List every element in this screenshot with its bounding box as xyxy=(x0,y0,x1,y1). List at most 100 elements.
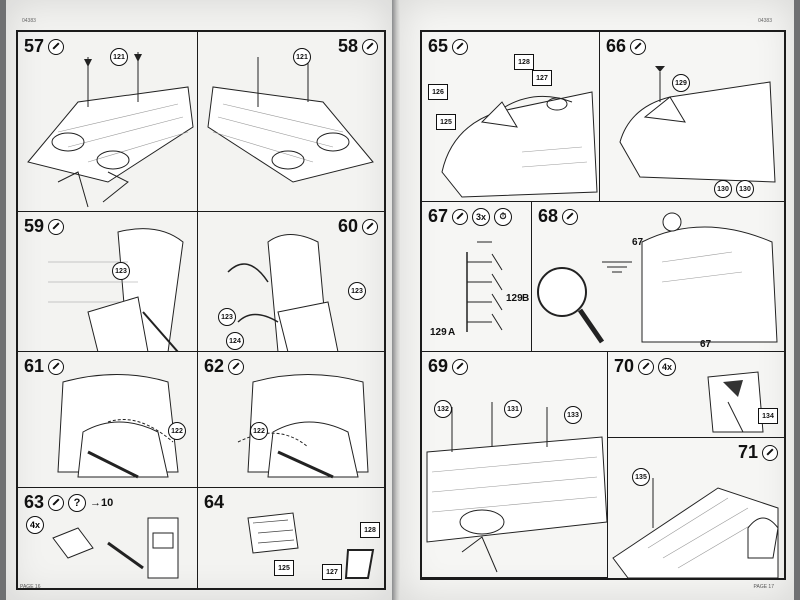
steps-frame: 65 128 127 126 125 66 129 130 130 xyxy=(420,30,786,580)
glue-icon xyxy=(452,208,469,225)
wing-drawing xyxy=(27,52,194,208)
step-66-panel: 66 129 130 130 xyxy=(600,32,784,202)
part-label: B xyxy=(522,292,530,304)
glue-icon xyxy=(638,358,655,375)
part-label: 123 xyxy=(348,282,366,300)
part-label: 122 xyxy=(250,422,268,440)
step-69-panel: 69 132 131 133 xyxy=(422,352,608,578)
step-61-panel: 61 122 xyxy=(18,352,198,488)
cockpit-drawing xyxy=(57,374,179,479)
part-label: 133 xyxy=(564,406,582,424)
glue-icon xyxy=(630,38,647,55)
part-label: 131 xyxy=(504,400,522,418)
rear-fuselage-drawing xyxy=(612,478,779,578)
nose-drawing xyxy=(441,91,598,198)
step-70-panel: 70 4x 134 xyxy=(608,352,784,438)
step-67-panel: 67 3x ⏱ 129 B 129 A xyxy=(422,202,532,352)
part-label: 126 xyxy=(428,84,448,100)
part-label: A xyxy=(448,326,456,338)
step-59-panel: 59 123 xyxy=(18,212,198,352)
part-label: 127 xyxy=(532,70,552,86)
tail-drawing xyxy=(227,234,339,351)
binding-gutter xyxy=(392,0,400,600)
steps-frame: 57 121 58 121 5 xyxy=(16,30,386,590)
quantity-badge: 4x xyxy=(658,357,677,376)
step-number: 61 xyxy=(24,356,45,376)
wing-drawing xyxy=(207,52,374,183)
step-number: 60 xyxy=(337,216,358,236)
left-page: 04383 57 121 58 1 xyxy=(6,0,392,600)
step-58-panel: 58 121 xyxy=(198,32,384,212)
step-number: 64 xyxy=(204,492,225,512)
page-number: PAGE 16 xyxy=(20,584,41,590)
part-label: 132 xyxy=(434,400,452,418)
part-label: 127 xyxy=(322,564,342,580)
part-label: 135 xyxy=(632,468,650,486)
glue-icon xyxy=(48,358,65,375)
part-label: 67 xyxy=(700,338,712,350)
part-label: 123 xyxy=(112,262,130,280)
quantity-badge: 4x xyxy=(26,516,44,534)
step-68-panel: 68 67 67 xyxy=(532,202,784,352)
page-code: 04383 xyxy=(22,18,36,24)
glue-icon xyxy=(362,38,378,55)
question-icon: ? xyxy=(68,493,87,512)
step-64-panel: 64 128 125 127 xyxy=(198,488,384,588)
glue-icon xyxy=(562,208,579,225)
part-label: 130 xyxy=(736,180,754,198)
step-number: 62 xyxy=(204,356,225,376)
cockpit-drawing xyxy=(237,374,369,479)
step-number: 67 xyxy=(428,206,449,226)
fuselage-drawing xyxy=(426,402,607,573)
part-label: 123 xyxy=(218,308,236,326)
part-label: 67 xyxy=(632,236,644,248)
step-number: 69 xyxy=(428,356,449,376)
part-label: 129 xyxy=(506,292,523,304)
page-number: PAGE 17 xyxy=(753,584,774,590)
glue-icon xyxy=(762,444,778,461)
step-number: 58 xyxy=(337,36,358,56)
step-62-panel: 62 122 xyxy=(198,352,384,488)
part-label: 129 xyxy=(430,326,447,338)
part-label: 134 xyxy=(758,408,778,424)
step-number: 71 xyxy=(737,442,758,462)
part-label: 128 xyxy=(514,54,534,70)
tail-drawing xyxy=(48,228,184,351)
window-parts-drawing xyxy=(247,512,375,579)
part-label: 125 xyxy=(436,114,456,130)
glue-icon xyxy=(48,218,65,235)
glue-icon xyxy=(452,38,469,55)
part-label: 121 xyxy=(110,48,128,66)
seat-drawing xyxy=(52,517,179,579)
step-number: 63 xyxy=(24,492,45,512)
step-57-panel: 57 121 xyxy=(18,32,198,212)
step-71-panel: 71 135 xyxy=(608,438,784,578)
nose-drawing xyxy=(619,66,776,183)
part-label: 125 xyxy=(274,560,294,576)
glue-icon xyxy=(362,218,378,235)
step-65-panel: 65 128 127 126 125 xyxy=(422,32,600,202)
step-number: 65 xyxy=(428,36,449,56)
step-63-panel: 63 ? →10 4x xyxy=(18,488,198,588)
step-number: 66 xyxy=(606,36,627,56)
step-number: 68 xyxy=(538,206,559,226)
part-label: 124 xyxy=(226,332,244,350)
step-number: 70 xyxy=(614,356,635,376)
glue-icon xyxy=(48,494,65,511)
part-label: 129 xyxy=(672,74,690,92)
right-page: 04383 65 128 127 126 125 66 xyxy=(400,0,794,600)
step-number: 59 xyxy=(24,216,45,236)
glue-icon xyxy=(228,358,245,375)
antenna-sprue-drawing xyxy=(466,241,503,332)
clock-icon: ⏱ xyxy=(494,207,513,226)
part-label: 121 xyxy=(293,48,311,66)
step-60-panel: 60 123 123 124 xyxy=(198,212,384,352)
hatch-drawing xyxy=(707,371,764,433)
part-label: 128 xyxy=(360,522,380,538)
antenna-install-drawing xyxy=(537,212,778,344)
page-code: 04383 xyxy=(758,18,772,24)
step-reference: →10 xyxy=(90,496,114,509)
part-label: 122 xyxy=(168,422,186,440)
quantity-badge: 3x xyxy=(472,207,491,226)
step-number: 57 xyxy=(24,36,45,56)
